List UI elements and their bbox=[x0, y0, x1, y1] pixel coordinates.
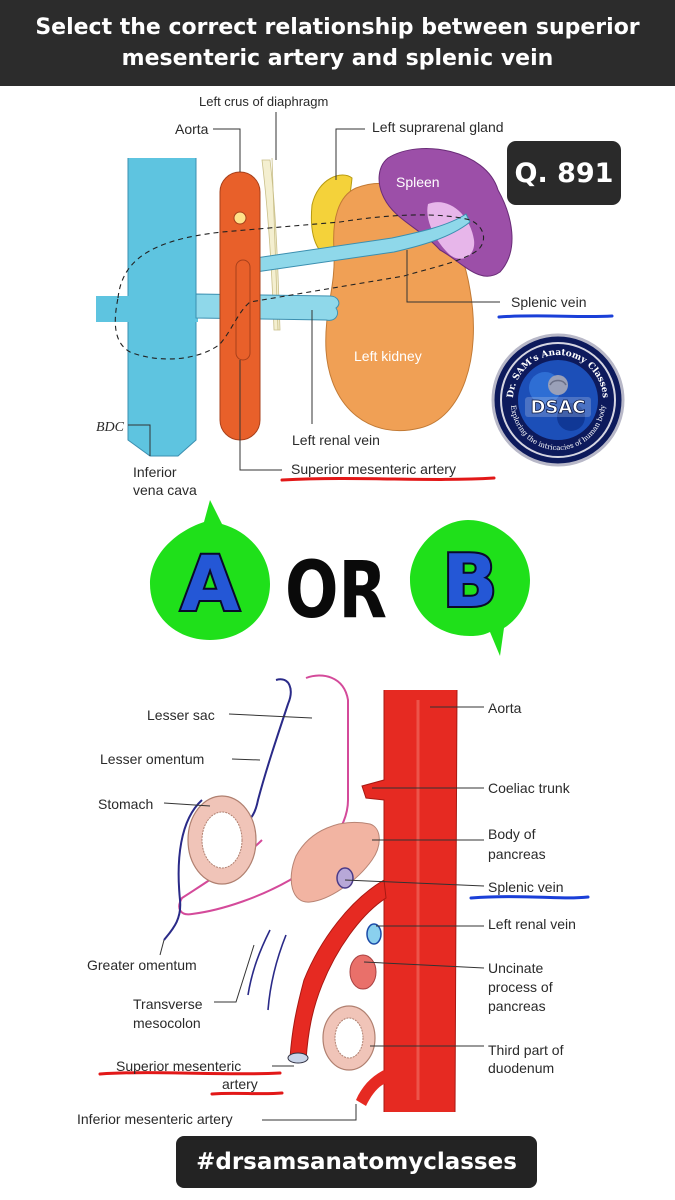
option-b-letter: B bbox=[443, 539, 498, 623]
label-transverse-2: mesocolon bbox=[133, 1015, 201, 1031]
choice-section: A OR B bbox=[135, 496, 535, 662]
title-line-1: Select the correct relationship between … bbox=[35, 12, 639, 43]
label-left-crus: Left crus of diaphragm bbox=[199, 94, 328, 110]
diagram-b-sagittal-section bbox=[0, 662, 675, 1137]
label-uncinate-1: Uncinate bbox=[488, 960, 543, 976]
renal-vein-shape bbox=[196, 294, 339, 320]
label-splenic-vein-b: Splenic vein bbox=[488, 879, 564, 895]
label-spleen: Spleen bbox=[396, 174, 440, 190]
label-ima: Inferior mesenteric artery bbox=[77, 1111, 233, 1127]
label-transverse-1: Transverse bbox=[133, 996, 203, 1012]
label-bdc: BDC bbox=[96, 420, 124, 436]
label-sma-b-1: Superior mesenteric bbox=[116, 1058, 241, 1074]
label-greater-omentum: Greater omentum bbox=[87, 957, 197, 973]
label-left-renal-vein-a: Left renal vein bbox=[292, 432, 380, 448]
label-third-2: duodenum bbox=[488, 1060, 554, 1076]
option-a-letter: A bbox=[181, 539, 240, 628]
label-aorta-a: Aorta bbox=[175, 121, 208, 137]
question-title: Select the correct relationship between … bbox=[0, 0, 675, 86]
label-ivc-1: Inferior bbox=[133, 464, 177, 480]
pancreas-body-shape bbox=[291, 822, 379, 902]
hashtag-banner: #drsamsanatomyclasses bbox=[176, 1136, 537, 1188]
label-left-renal-vein-b: Left renal vein bbox=[488, 916, 576, 932]
label-aorta-b: Aorta bbox=[488, 700, 521, 716]
label-left-suprarenal: Left suprarenal gland bbox=[372, 119, 504, 135]
or-text: OR bbox=[285, 546, 387, 636]
title-line-2: mesenteric artery and splenic vein bbox=[35, 43, 639, 74]
option-a-bubble[interactable]: A bbox=[150, 500, 270, 640]
uncinate-shape bbox=[350, 955, 376, 989]
label-sma-a: Superior mesenteric artery bbox=[291, 461, 456, 477]
label-stomach: Stomach bbox=[98, 796, 153, 812]
dsac-logo: Dr. SAM's Anatomy Classes Exploring the … bbox=[491, 333, 625, 467]
label-uncinate-2: process of bbox=[488, 979, 553, 995]
option-b-bubble[interactable]: B bbox=[410, 520, 530, 656]
logo-center-text: DSAC bbox=[530, 397, 585, 418]
question-number-badge: Q. 891 bbox=[507, 141, 621, 205]
label-third-1: Third part of bbox=[488, 1042, 563, 1058]
splenic-vein-b-shape bbox=[337, 868, 353, 888]
label-uncinate-3: pancreas bbox=[488, 998, 546, 1014]
label-body-1: Body of bbox=[488, 826, 535, 842]
label-splenic-vein-a: Splenic vein bbox=[511, 294, 587, 310]
label-lesser-omentum: Lesser omentum bbox=[100, 751, 204, 767]
label-coeliac: Coeliac trunk bbox=[488, 780, 570, 796]
label-left-kidney: Left kidney bbox=[354, 348, 422, 364]
label-lesser-sac: Lesser sac bbox=[147, 707, 215, 723]
label-body-2: pancreas bbox=[488, 846, 546, 862]
label-sma-b-2: artery bbox=[222, 1076, 258, 1092]
renal-vein-b-shape bbox=[367, 924, 381, 944]
